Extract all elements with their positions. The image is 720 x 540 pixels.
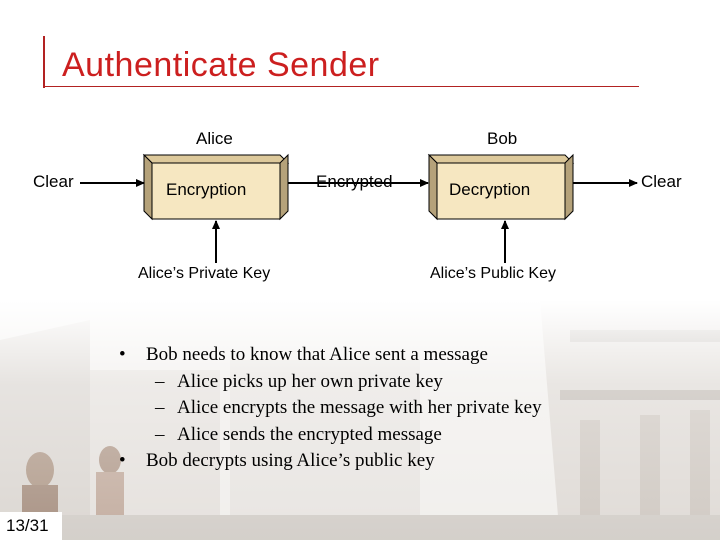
page-number-box <box>0 512 62 540</box>
sub-bullet-item: –Alice encrypts the message with her pri… <box>120 395 680 422</box>
label-encrypted: Encrypted <box>316 172 393 191</box>
sub-bullet-item: –Alice sends the encrypted message <box>120 422 680 449</box>
dash-icon: – <box>155 397 165 418</box>
bullet-dot-icon: • <box>119 450 126 471</box>
dash-icon: – <box>155 423 165 445</box>
bullet-list: • Bob needs to know that Alice sent a me… <box>119 342 680 475</box>
label-clear-output: Clear <box>641 172 682 191</box>
dash-icon: – <box>155 370 165 392</box>
bullet-dot-icon: • <box>119 344 126 365</box>
sub-bullet-item: –Alice picks up her own private key <box>120 369 680 396</box>
bullet-item: • Bob decrypts using Alice’s public key <box>119 448 680 475</box>
title-accent-vertical <box>43 36 45 88</box>
title-underline <box>43 86 639 87</box>
label-encryption: Encryption <box>166 180 247 199</box>
slide-title: Authenticate Sender <box>62 46 380 84</box>
label-alice-public-key: Alice’s Public Key <box>430 265 556 282</box>
label-alice: Alice <box>196 129 233 148</box>
encryption-box <box>142 153 290 221</box>
page-number: 13/31 <box>6 516 49 535</box>
authentication-diagram <box>80 153 638 263</box>
bullet-item: • Bob needs to know that Alice sent a me… <box>119 342 680 369</box>
label-bob: Bob <box>487 129 518 148</box>
label-clear-input: Clear <box>33 172 74 191</box>
decryption-box <box>427 153 575 221</box>
label-decryption: Decryption <box>449 180 531 199</box>
label-alice-private-key: Alice’s Private Key <box>138 265 271 282</box>
